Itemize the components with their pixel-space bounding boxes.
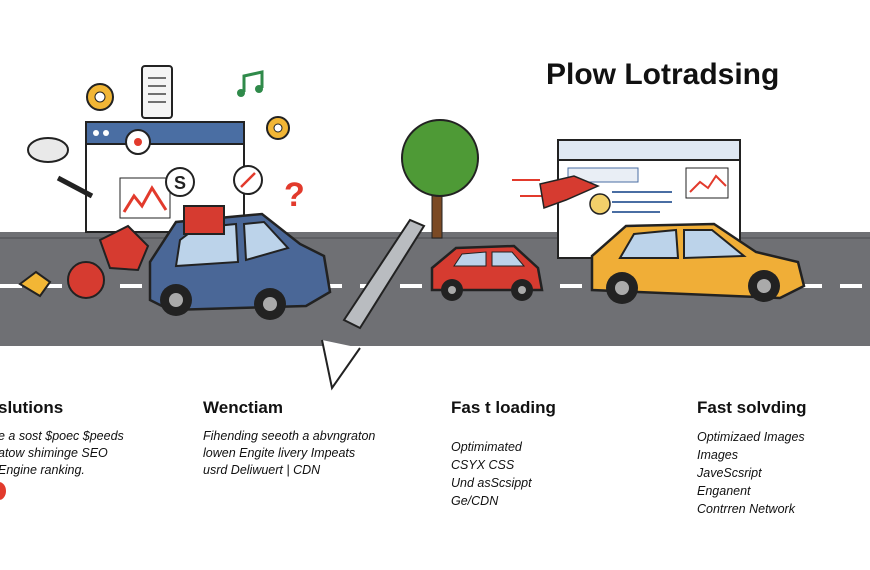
- column-heading: Fast solvding: [697, 398, 807, 417]
- page-title: Plow Lotradsing: [546, 58, 780, 91]
- column-line: Ge/CDN: [451, 494, 499, 508]
- column-heading: Wenctiam: [203, 398, 283, 417]
- medium-red-car: [430, 244, 544, 301]
- column-heading: Fas t loading: [451, 398, 556, 417]
- column-line: Images: [697, 448, 738, 462]
- road-barrier: [321, 218, 426, 391]
- column-fast-loading: Fas t loading Optimimated CSYX CSS Und a…: [451, 398, 556, 510]
- cloud-icon: [27, 137, 69, 163]
- column-line: Engine ranking.: [0, 463, 85, 477]
- arrow-icon: [233, 165, 263, 195]
- phone-icon: [141, 65, 173, 119]
- fast-yellow-car: [590, 222, 806, 304]
- slow-blue-car: [148, 205, 332, 320]
- column-line: CSYX CSS: [451, 458, 515, 472]
- column-line: atow shiminge SEO: [0, 446, 108, 460]
- column-line: Enganent: [697, 484, 751, 498]
- column-line: Contrren Network: [697, 502, 795, 516]
- column-line: e a sost $poec $peeds: [0, 429, 124, 443]
- dollar-icon: S: [165, 167, 195, 197]
- column-line: Und asScsippt: [451, 476, 532, 490]
- red-dot-marker: [0, 482, 6, 500]
- gear-icon: [266, 116, 290, 140]
- column-line: JaveScsript: [697, 466, 762, 480]
- column-line: Optimimated: [451, 440, 522, 454]
- target-icon: [125, 129, 151, 155]
- column-fast-solving: Fast solvding Optimizaed Images Images J…: [697, 398, 807, 518]
- wind-icon: [512, 175, 611, 215]
- tree-icon: [401, 119, 479, 239]
- column-line: Fihending seeoth a abvngraton: [203, 429, 376, 443]
- column-heading: slutions: [0, 398, 64, 417]
- crash-debris: [18, 175, 150, 299]
- column-line: lowen Engite livery Impeats: [203, 446, 356, 460]
- column-line: usrd Deliwuert | CDN: [203, 463, 321, 477]
- svg-text:?: ?: [284, 176, 305, 214]
- column-solutions: slutions e a sost $poec $peeds atow shim…: [0, 398, 124, 479]
- column-line: Optimizaed Images: [697, 430, 805, 444]
- question-mark-icon: ?: [284, 176, 305, 214]
- music-note-icon: [237, 70, 264, 97]
- svg-text:S: S: [174, 173, 186, 193]
- gear-icon: [86, 83, 114, 111]
- column-wenctiam: Wenctiam Fihending seeoth a abvngraton l…: [203, 398, 375, 479]
